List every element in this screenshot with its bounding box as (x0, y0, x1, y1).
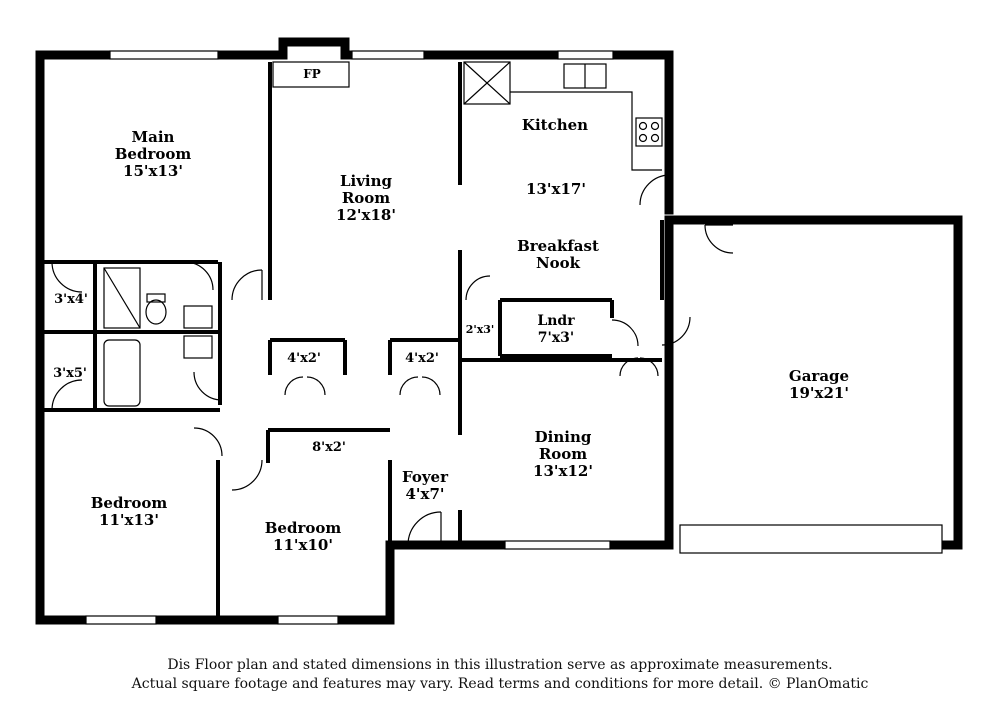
label-laundry-dims: 7'x3' (538, 330, 574, 346)
room-labels: Main Bedroom 15'x13' FP Living Room 12'x… (53, 67, 849, 554)
disclaimer-line-2: Actual square footage and features may v… (131, 676, 869, 692)
interior-walls (42, 62, 664, 620)
label-breakfast-nook-name2: Nook (536, 254, 581, 272)
disclaimer-line-1: Dis Floor plan and stated dimensions in … (167, 657, 833, 673)
fireplace-hearth (272, 61, 350, 88)
label-foyer-dims: 4'x7' (405, 485, 444, 503)
label-pantry-dims: 2'x3' (466, 323, 495, 336)
doors (51, 174, 734, 546)
label-dining-room-name2: Room (539, 445, 587, 463)
kitchen-cabinet (463, 61, 511, 105)
label-garage-dims: 19'x21' (789, 384, 849, 402)
label-closet-living-dims: 4'x2' (287, 351, 321, 366)
label-bedroom1-name: Bedroom (91, 494, 168, 512)
stove (635, 117, 663, 147)
sink-1 (183, 305, 213, 329)
label-kitchen-name: Kitchen (522, 116, 588, 134)
label-kitchen-dims: 13'x17' (526, 180, 586, 198)
label-breakfast-nook-name1: Breakfast (517, 237, 599, 255)
label-laundry-name: Lndr (537, 313, 575, 329)
toilet (145, 299, 167, 325)
label-dining-room-name1: Dining (535, 428, 592, 446)
fixtures (103, 61, 663, 407)
label-main-bedroom-dims: 15'x13' (123, 162, 183, 180)
label-living-room-dims: 12'x18' (336, 206, 396, 224)
label-living-room-name2: Room (342, 189, 390, 207)
label-foyer-name: Foyer (402, 468, 449, 486)
label-closet-bedroom2-dims: 8'x2' (312, 440, 346, 455)
windows (85, 50, 943, 625)
kitchen-counter (510, 91, 662, 171)
bathtub (103, 339, 141, 407)
label-closet-main-dims: 3'x4' (54, 292, 88, 307)
label-garage-name: Garage (789, 367, 849, 385)
label-main-bedroom-name1: Main (132, 128, 175, 146)
label-fireplace: FP (303, 67, 321, 81)
label-dining-room-dims: 13'x12' (533, 462, 593, 480)
label-bedroom2-dims: 11'x10' (273, 536, 333, 554)
shower (103, 267, 141, 329)
label-bath-closet-dims: 3'x5' (53, 366, 87, 381)
label-bedroom1-dims: 11'x13' (99, 511, 159, 529)
sink-2 (183, 335, 213, 359)
label-closet-foyer-dims: 4'x2' (405, 351, 439, 366)
label-main-bedroom-name2: Bedroom (115, 145, 192, 163)
label-living-room-name1: Living (340, 172, 393, 190)
label-bedroom2-name: Bedroom (265, 519, 342, 537)
